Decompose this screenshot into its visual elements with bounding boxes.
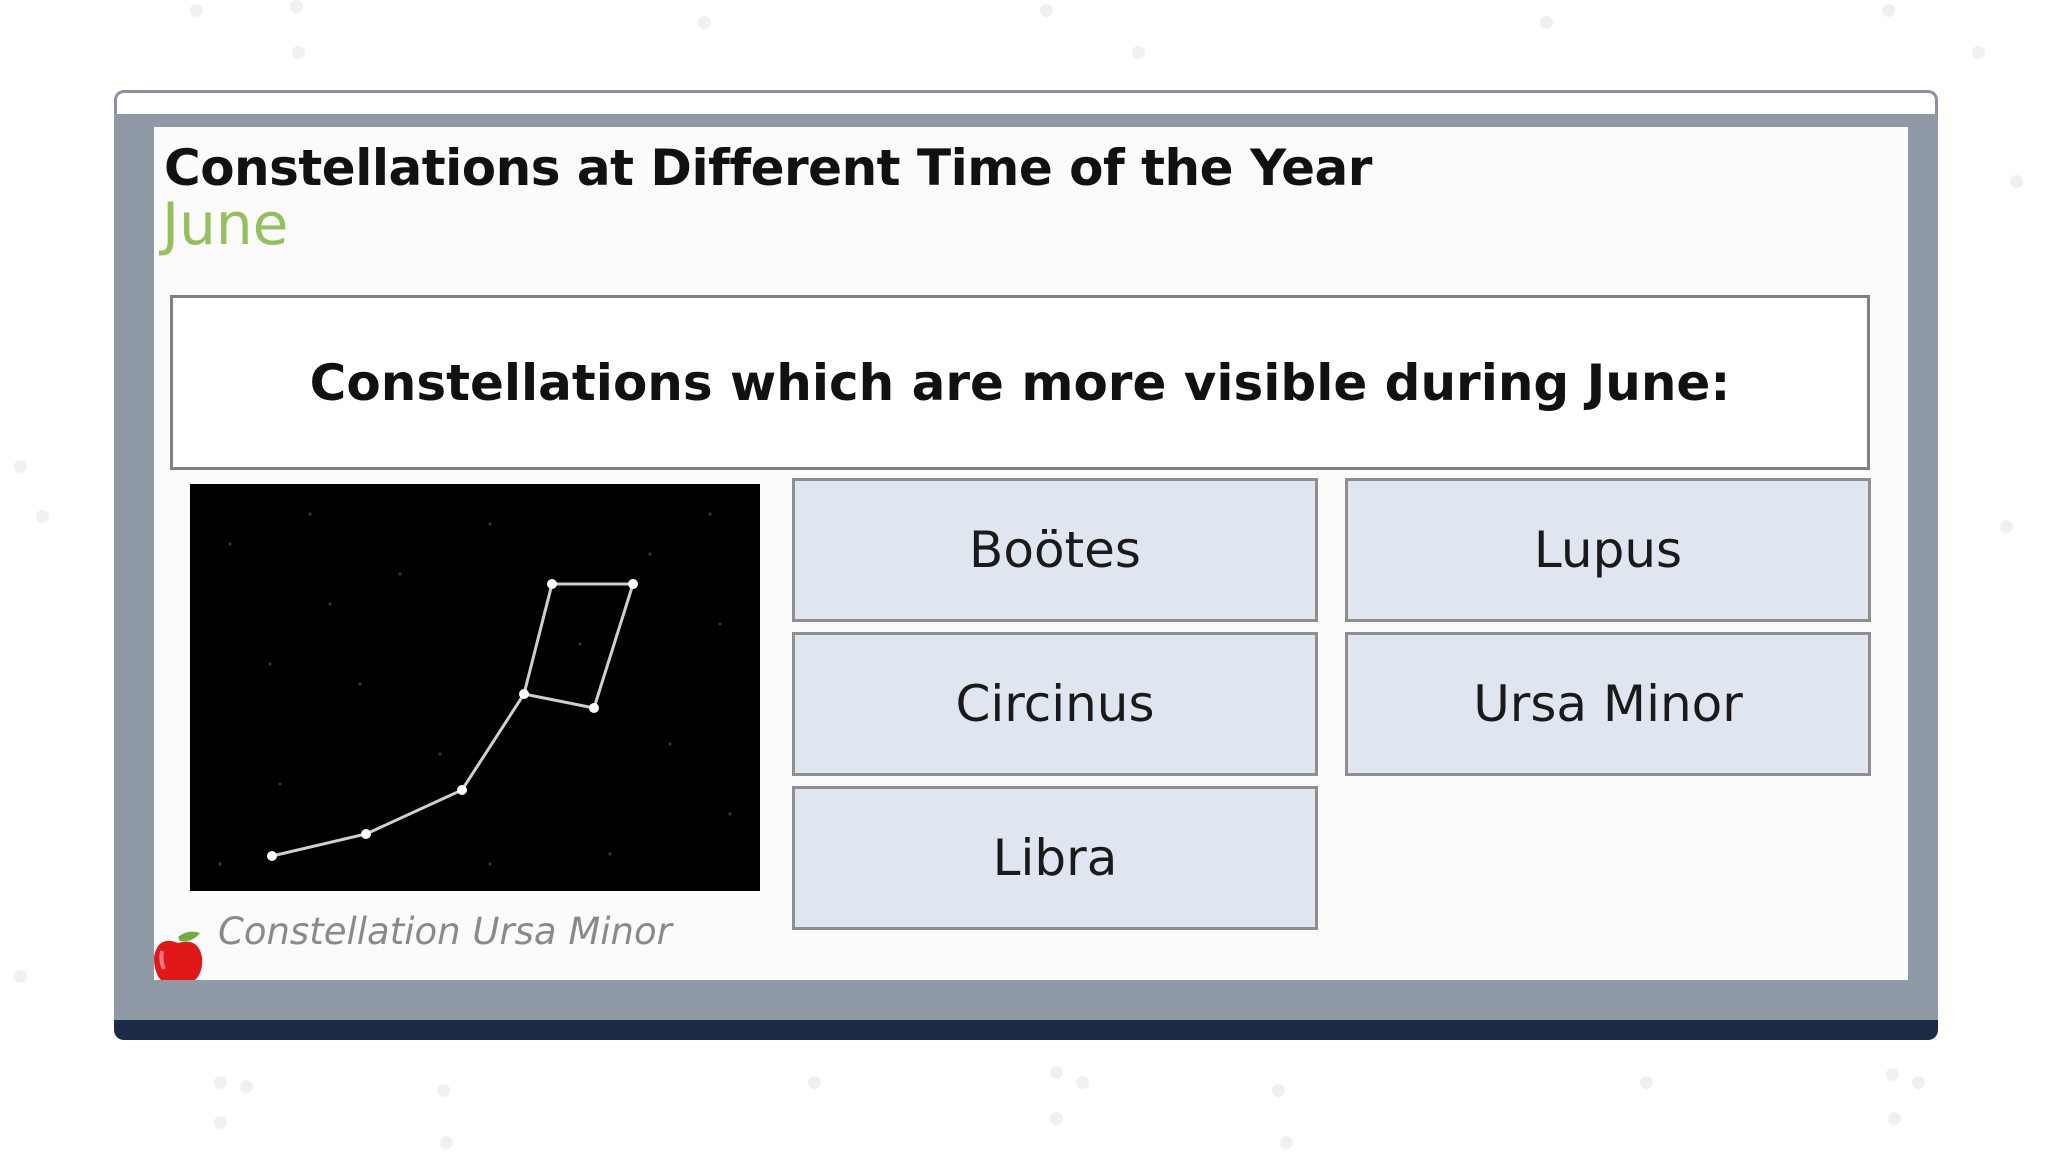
slide-title: Constellations at Different Time of the … [164, 139, 1372, 197]
frame-top-border [114, 90, 1938, 114]
background-dot [440, 1136, 453, 1149]
background-dot [437, 1084, 450, 1097]
background-dot [1972, 46, 1985, 59]
background-dot [1640, 1076, 1653, 1089]
option-label: Ursa Minor [1473, 675, 1743, 733]
background-dot [290, 0, 303, 13]
background-dot [2000, 520, 2013, 533]
image-caption: Constellation Ursa Minor [218, 910, 672, 953]
background-dot [1050, 1066, 1063, 1079]
background-dot [214, 1076, 227, 1089]
background-dot [14, 970, 27, 983]
option-lupus[interactable]: Lupus [1345, 478, 1871, 622]
option-bootes[interactable]: Boötes [792, 478, 1318, 622]
background-dot [240, 1080, 253, 1093]
background-dot [36, 510, 49, 523]
background-dot [1882, 4, 1895, 17]
background-dot [14, 460, 27, 473]
ursa-minor-constellation-icon [218, 512, 732, 866]
background-dot [214, 1116, 227, 1129]
background-dot [808, 1076, 821, 1089]
background-dot [190, 4, 203, 17]
background-dot [1132, 46, 1145, 59]
background-dot [1050, 1112, 1063, 1125]
option-libra[interactable]: Libra [792, 786, 1318, 930]
background-dot [1912, 1076, 1925, 1089]
option-label: Lupus [1533, 521, 1683, 579]
option-label: Boötes [969, 521, 1141, 579]
background-dot [1888, 1112, 1901, 1125]
option-label: Libra [992, 829, 1118, 887]
background-dot [1886, 1068, 1899, 1081]
background-dot [1280, 1136, 1293, 1149]
background-dot [1540, 16, 1553, 29]
option-ursa-minor[interactable]: Ursa Minor [1345, 632, 1871, 776]
question-box: Constellations which are more visible du… [170, 295, 1870, 470]
apple-icon [154, 931, 203, 980]
background-dot [292, 46, 305, 59]
background-dot [1272, 1084, 1285, 1097]
slide: Constellations at Different Time of the … [154, 127, 1908, 980]
background-dot [1076, 1076, 1089, 1089]
slide-subtitle: June [162, 190, 289, 258]
option-label: Circinus [955, 675, 1155, 733]
background-dot [698, 16, 711, 29]
background-dot [2010, 175, 2023, 188]
option-circinus[interactable]: Circinus [792, 632, 1318, 776]
background-dot [1040, 4, 1053, 17]
question-text: Constellations which are more visible du… [309, 353, 1731, 412]
constellation-image [190, 484, 760, 891]
